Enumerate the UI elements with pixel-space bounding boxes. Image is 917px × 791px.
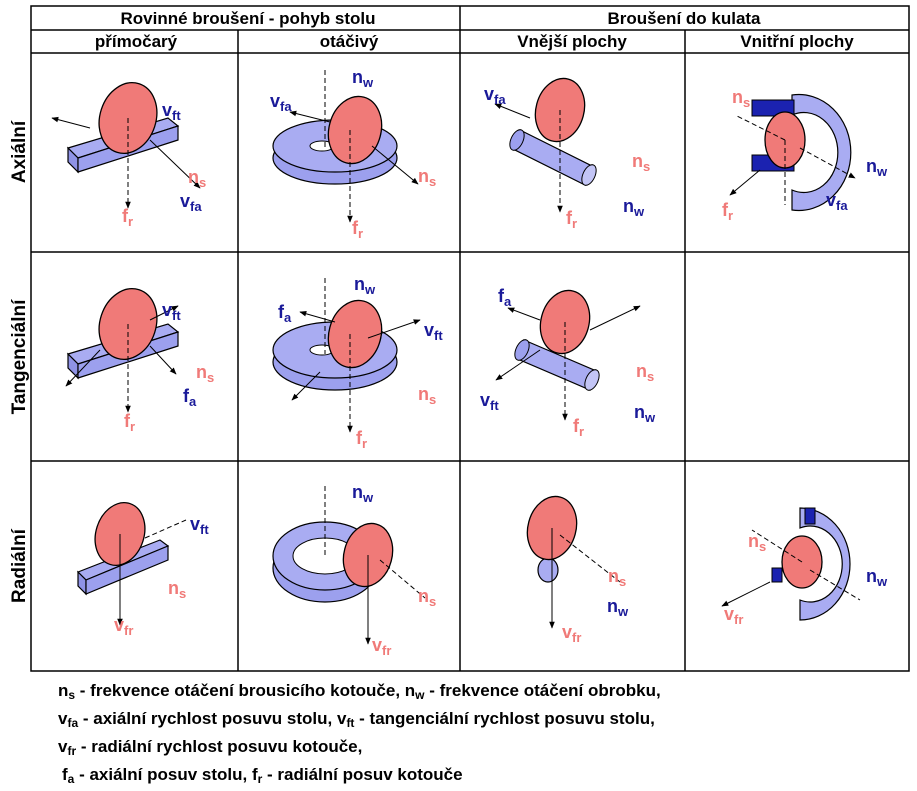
- label-ns: ns: [636, 361, 654, 384]
- illustration-tangential-external: [495, 289, 641, 421]
- label-vft: vft: [480, 390, 499, 413]
- label-vft: vft: [162, 100, 181, 123]
- label-fr: fr: [722, 200, 733, 223]
- label-vfa: vfa: [180, 191, 202, 214]
- label-vfa: vfa: [826, 190, 848, 213]
- label-vfr: vfr: [114, 615, 133, 638]
- label-fr: fr: [573, 416, 584, 439]
- header-group-round: Broušení do kulata: [607, 9, 761, 28]
- illustration-axial-internal: [729, 93, 856, 212]
- label-fa: fa: [183, 386, 197, 409]
- label-fr: fr: [566, 208, 577, 231]
- label-nw: nw: [623, 196, 645, 219]
- illustration-tangential-rotary: [272, 278, 421, 433]
- label-ns: ns: [196, 362, 214, 385]
- label-ns: ns: [632, 151, 650, 174]
- label-nw: nw: [354, 274, 376, 297]
- label-vfr: vfr: [562, 622, 581, 645]
- illustration-radial-external: [526, 495, 621, 629]
- table-grid: [30, 5, 910, 672]
- label-ns: ns: [418, 586, 436, 609]
- label-ns: ns: [418, 384, 436, 407]
- row-label-tangential: Tangenciální: [9, 299, 30, 414]
- illustration-axial-linear: [51, 82, 201, 209]
- label-fa: fa: [278, 302, 292, 325]
- label-ns: ns: [748, 531, 766, 554]
- label-nw: nw: [352, 482, 374, 505]
- label-nw: nw: [866, 156, 888, 179]
- label-nw: nw: [607, 596, 629, 619]
- label-vfr: vfr: [724, 604, 743, 627]
- label-vfa: vfa: [270, 91, 292, 114]
- label-vfa: vfa: [484, 84, 506, 107]
- label-ns: ns: [608, 566, 626, 589]
- label-ns: ns: [188, 167, 206, 190]
- label-ns: ns: [732, 87, 750, 110]
- label-fr: fr: [352, 218, 363, 241]
- legend: ns - frekvence otáčení brousicího kotouč…: [58, 679, 898, 791]
- label-vft: vft: [190, 514, 209, 537]
- legend-line: fa - axiální posuv stolu, fr - radiální …: [62, 765, 463, 786]
- header-group-plane: Rovinné broušení - pohyb stolu: [121, 9, 376, 28]
- row-label-radial: Radiální: [9, 528, 30, 603]
- label-ns: ns: [168, 578, 186, 601]
- label-vft: vft: [424, 320, 443, 343]
- illustration-radial-internal: [721, 507, 861, 621]
- illustration-axial-rotary: [272, 70, 419, 223]
- label-vfr: vfr: [372, 635, 391, 658]
- label-fr: fr: [356, 428, 367, 451]
- label-nw: nw: [352, 67, 374, 90]
- label-ns: ns: [418, 166, 436, 189]
- illustration-radial-linear: [76, 502, 187, 626]
- label-fr: fr: [124, 411, 135, 434]
- illustration-radial-rotary: [272, 486, 426, 645]
- label-vft: vft: [162, 300, 181, 323]
- row-label-axial: Axiální: [9, 120, 30, 183]
- label-fr: fr: [122, 206, 133, 229]
- label-nw: nw: [866, 566, 888, 589]
- illustration-tangential-linear: [65, 288, 180, 413]
- legend-line: vfa - axiální rychlost posuvu stolu, vft…: [58, 709, 655, 730]
- label-fa: fa: [498, 286, 512, 309]
- illustration-axial-external: [494, 77, 597, 213]
- header-col-external: Vnější plochy: [517, 32, 627, 51]
- header-col-rotary: otáčivý: [320, 32, 379, 51]
- legend-line: ns - frekvence otáčení brousicího kotouč…: [58, 681, 661, 702]
- header-col-internal: Vnitřní plochy: [740, 32, 854, 51]
- label-nw: nw: [634, 402, 656, 425]
- header-col-linear: přímočarý: [95, 32, 178, 51]
- legend-line: vfr - radiální rychlost posuvu kotouče,: [58, 737, 363, 758]
